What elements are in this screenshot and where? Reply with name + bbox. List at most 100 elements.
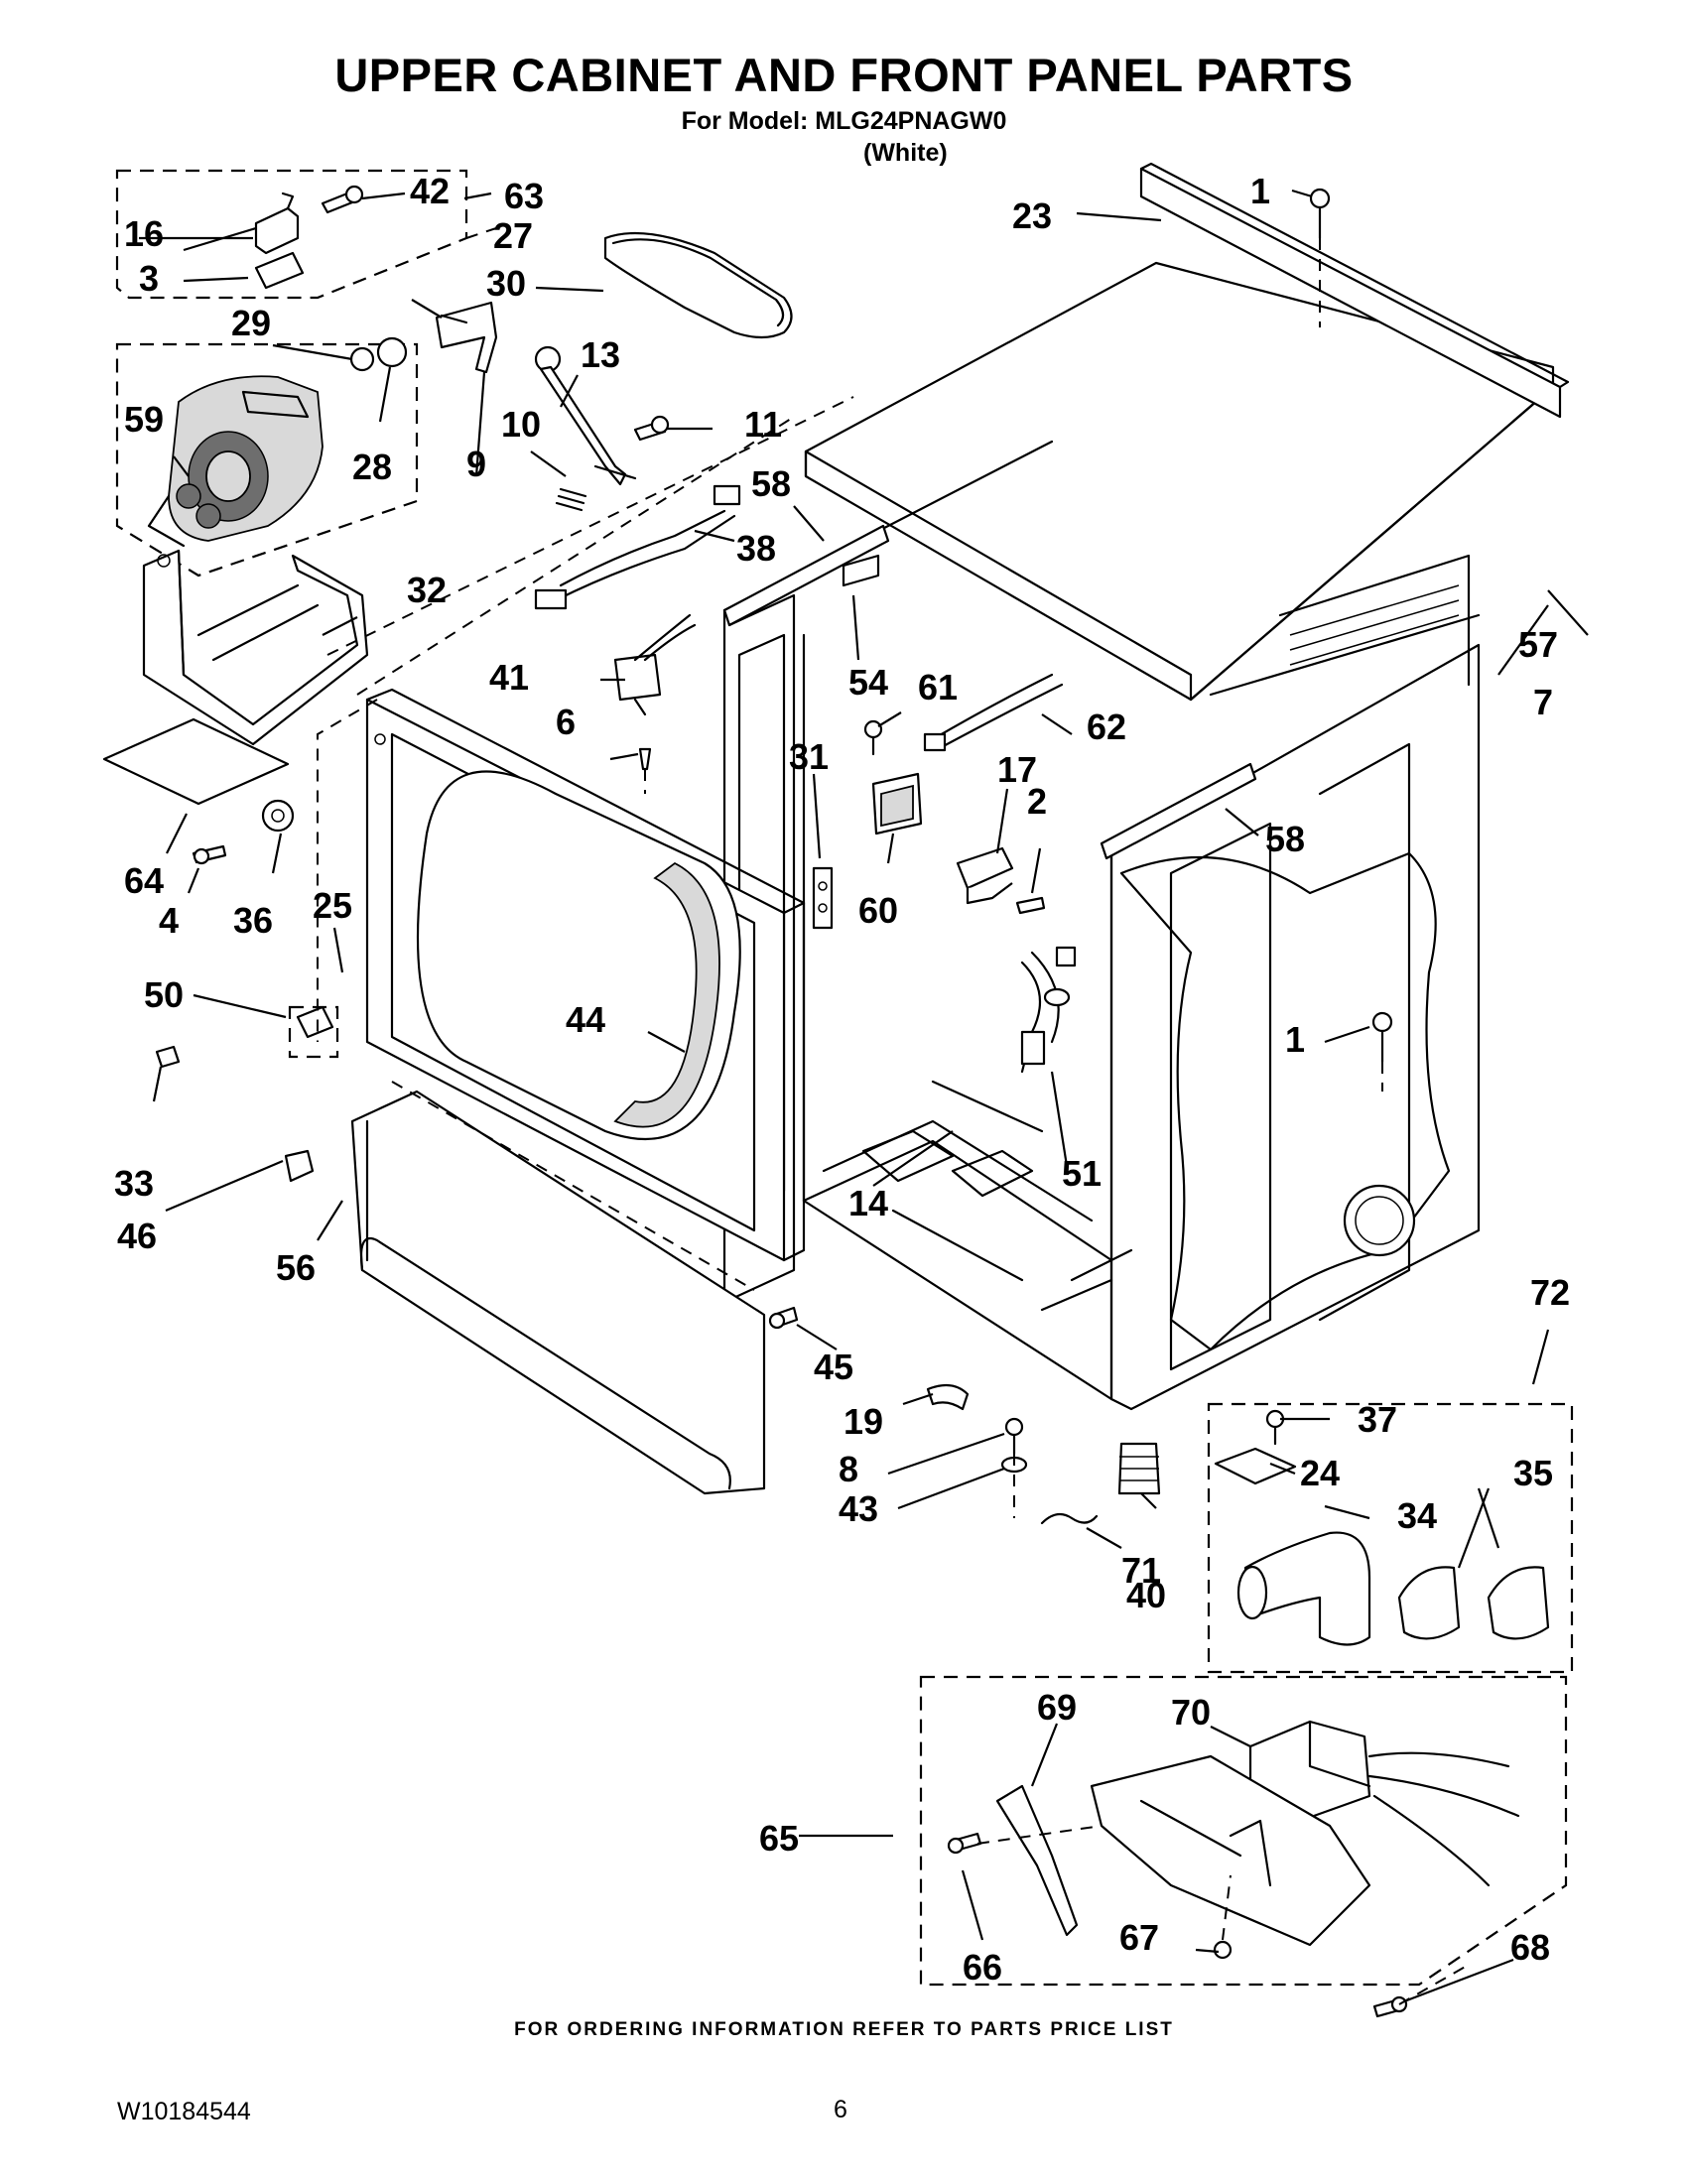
callout-23: 23 xyxy=(1012,195,1052,236)
document-number: W10184544 xyxy=(117,2098,251,2125)
callout-69: 69 xyxy=(1037,1687,1077,1728)
bracket-54 xyxy=(842,554,880,587)
side-rail-right xyxy=(1100,762,1257,860)
leader-lines xyxy=(139,189,1589,2003)
burner-assembly xyxy=(1090,1754,1371,1947)
screw-68 xyxy=(1372,1995,1408,2018)
callout-46: 46 xyxy=(117,1216,157,1256)
callout-42: 42 xyxy=(410,171,450,211)
idler-spring xyxy=(555,487,587,512)
support-rod-14 xyxy=(931,1080,1044,1133)
callout-9: 9 xyxy=(466,444,486,484)
callout-37: 37 xyxy=(1358,1399,1397,1440)
callout-6: 6 xyxy=(556,702,576,742)
callout-1-top: 1 xyxy=(1250,171,1270,211)
callout-25: 25 xyxy=(313,885,352,926)
cabinet-base xyxy=(802,1119,1133,1312)
callout-66: 66 xyxy=(963,1947,1002,1988)
callout-28: 28 xyxy=(352,447,392,487)
screw-1-floor xyxy=(1371,1011,1393,1064)
callout-57: 57 xyxy=(1518,624,1558,665)
idler-assembly xyxy=(534,345,637,486)
callout-72: 72 xyxy=(1530,1272,1570,1313)
callout-32: 32 xyxy=(407,570,447,610)
callout-40: 40 xyxy=(1126,1575,1166,1615)
callout-7: 7 xyxy=(1533,682,1553,722)
callout-17: 17 xyxy=(997,749,1037,790)
screw-37 xyxy=(1265,1409,1285,1446)
exhaust-elbow-34 xyxy=(1236,1531,1371,1646)
exhaust-cap-35b xyxy=(1487,1566,1550,1640)
callout-43: 43 xyxy=(839,1488,878,1529)
callout-8: 8 xyxy=(839,1449,858,1489)
transformer-60 xyxy=(871,772,923,835)
callout-58-right: 58 xyxy=(1265,819,1305,859)
idler-pulley-bracket xyxy=(435,301,498,374)
callout-27: 27 xyxy=(493,215,533,256)
leveling-leg-8 xyxy=(1004,1417,1024,1456)
wire-harness-38 xyxy=(534,484,741,610)
model-number: For Model: MLG24PNAGW0 xyxy=(681,107,1007,135)
callout-59: 59 xyxy=(124,399,164,440)
callout-60: 60 xyxy=(858,890,898,931)
callout-14: 14 xyxy=(848,1183,888,1223)
callout-19: 19 xyxy=(844,1401,883,1442)
page-number: 6 xyxy=(834,2096,847,2123)
terminal-block-31 xyxy=(812,866,834,930)
model-color: (White) xyxy=(863,139,948,167)
callout-24: 24 xyxy=(1300,1453,1340,1493)
screw-6 xyxy=(638,747,652,771)
thermal-fuse-41 xyxy=(613,613,697,716)
screw-61 xyxy=(863,719,883,756)
switch-bracket xyxy=(254,251,305,290)
callout-41: 41 xyxy=(489,657,529,698)
group-box-switch-assembly xyxy=(115,169,468,300)
callout-67: 67 xyxy=(1119,1917,1159,1958)
callout-64: 64 xyxy=(124,860,164,901)
callout-3: 3 xyxy=(139,258,159,299)
callout-68: 68 xyxy=(1510,1927,1550,1968)
callout-30: 30 xyxy=(486,263,526,304)
callout-44: 44 xyxy=(566,999,605,1040)
wire-harness-62 xyxy=(923,673,1064,752)
group-box-motor-assembly xyxy=(115,342,419,578)
callout-31: 31 xyxy=(789,736,829,777)
flame-sensor-bracket-17 xyxy=(956,846,1014,905)
motor-mount-bracket xyxy=(142,549,369,746)
exhaust-cap-35a xyxy=(1397,1566,1461,1640)
callout-62: 62 xyxy=(1087,707,1126,747)
group-box-burner-assembly xyxy=(919,1675,1568,1987)
plate-24 xyxy=(1214,1447,1297,1485)
callout-35: 35 xyxy=(1513,1453,1553,1493)
callout-38: 38 xyxy=(736,528,776,569)
toe-panel-clip-46 xyxy=(284,1149,315,1183)
callout-45: 45 xyxy=(814,1347,853,1387)
callout-63: 63 xyxy=(504,176,544,216)
callout-1-floor: 1 xyxy=(1285,1019,1305,1060)
bumper-33 xyxy=(155,1045,181,1069)
callout-13: 13 xyxy=(581,334,620,375)
wire-clip-40 xyxy=(1040,1512,1099,1525)
toe-panel xyxy=(350,1090,766,1495)
callout-70: 70 xyxy=(1171,1692,1211,1733)
callout-labels: 1 1 2 3 4 6 7 8 9 10 11 13 14 16 17 19 2… xyxy=(114,171,1570,1988)
rear-support-bar xyxy=(1139,162,1570,419)
screw-2 xyxy=(1015,896,1046,915)
group-box-exhaust-kit xyxy=(1207,1402,1574,1674)
callout-58-left: 58 xyxy=(751,463,791,504)
callout-51: 51 xyxy=(1062,1153,1102,1194)
leveling-foot-71 xyxy=(1117,1442,1161,1495)
screw-66 xyxy=(947,1832,982,1855)
alignment-lines xyxy=(317,227,1470,2005)
ordering-note: FOR ORDERING INFORMATION REFER TO PARTS … xyxy=(514,2019,1174,2040)
insulation-64 xyxy=(102,717,290,806)
callout-11: 11 xyxy=(744,404,782,445)
callout-4: 4 xyxy=(159,900,179,941)
callout-2: 2 xyxy=(1027,781,1047,822)
callout-71: 71 xyxy=(1121,1550,1161,1591)
callout-56: 56 xyxy=(276,1247,316,1288)
drive-belt xyxy=(603,231,793,339)
screw-42 xyxy=(321,185,364,214)
